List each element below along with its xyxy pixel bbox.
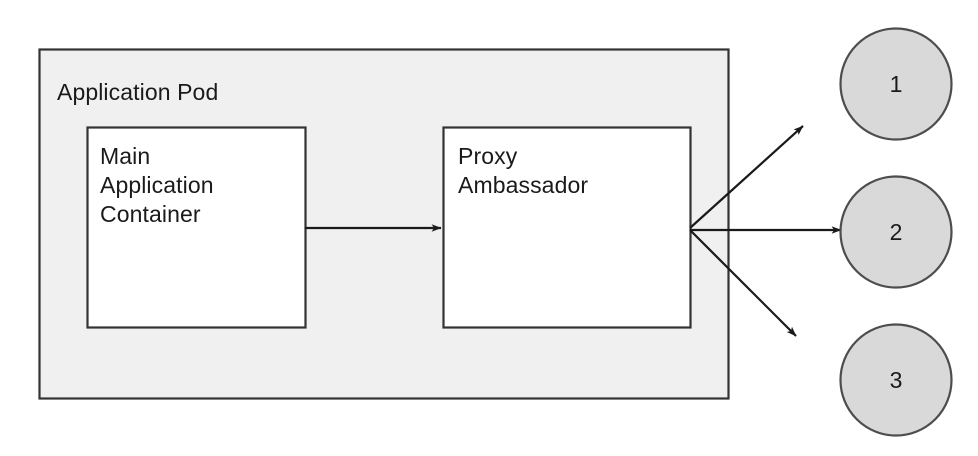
service-circle-3-label: 3 (889, 367, 903, 393)
service-circle-2 (839, 175, 953, 289)
service-circle-1-label: 1 (889, 71, 903, 97)
service-circle-1 (839, 27, 953, 141)
proxy-ambassador-box (442, 126, 692, 329)
service-circle-3 (839, 323, 953, 437)
connector-proxy-to-service-3 (689, 229, 797, 337)
connector-proxy-to-service-1 (689, 125, 804, 229)
service-circle-2-label: 2 (889, 219, 903, 245)
main-application-container-box (86, 126, 307, 329)
